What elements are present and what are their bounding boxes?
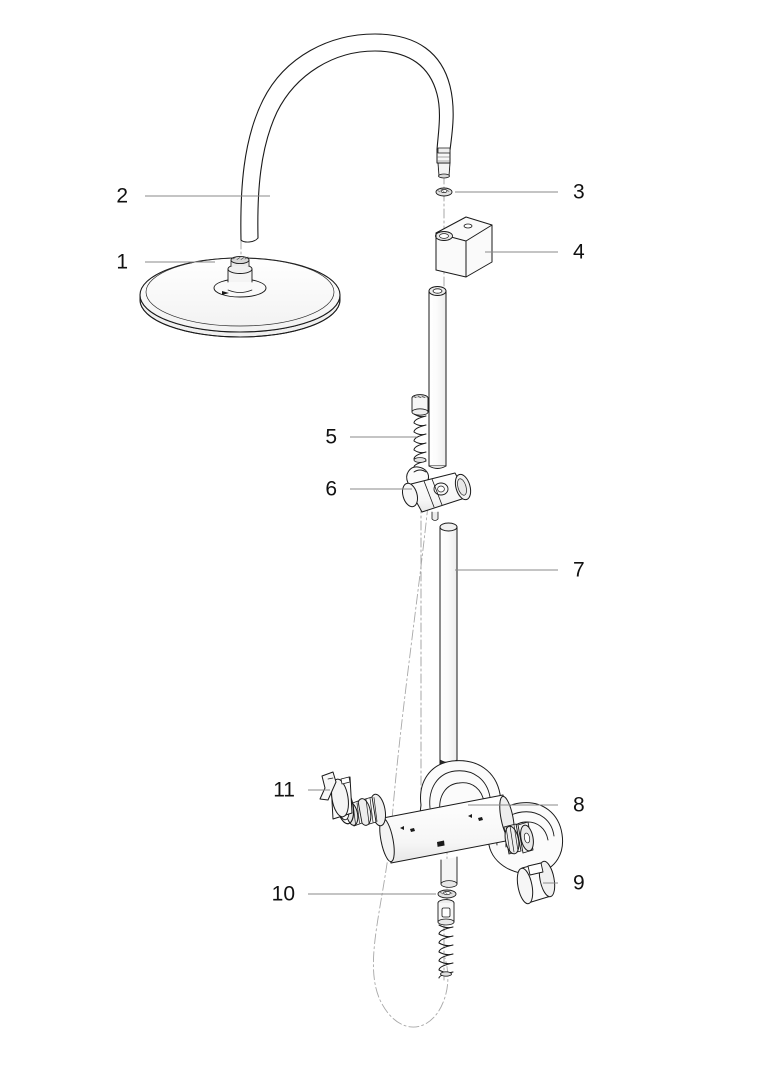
shower-arm-threaded-end bbox=[436, 147, 451, 179]
part-spring-retaining-screw bbox=[411, 394, 429, 468]
callout-number-9: 9 bbox=[573, 871, 585, 895]
callout-number-7: 7 bbox=[573, 558, 585, 582]
part-handshower-slider-holder bbox=[402, 466, 472, 521]
callout-number-4: 4 bbox=[573, 240, 585, 264]
callout-number-8: 8 bbox=[573, 793, 585, 817]
callout-number-1: 1 bbox=[116, 250, 128, 274]
callout-number-2: 2 bbox=[116, 184, 128, 208]
callout-number-10: 10 bbox=[271, 882, 295, 906]
part-curved-shower-arm bbox=[240, 33, 454, 243]
callout-number-6: 6 bbox=[325, 477, 337, 501]
part-temperature-control-handle bbox=[319, 771, 353, 820]
callout-number-3: 3 bbox=[573, 180, 585, 204]
part-overhead-shower-head bbox=[139, 255, 341, 338]
part-wall-mounting-bracket bbox=[435, 216, 493, 278]
part-flow-control-handle bbox=[516, 860, 556, 905]
hose-connector-spiral-sleeve bbox=[437, 899, 455, 979]
callout-number-11: 11 bbox=[273, 778, 295, 802]
part-hose-sealing-washer bbox=[437, 889, 457, 899]
part-sealing-washer-small bbox=[435, 187, 453, 197]
shower-head-connector-boss bbox=[213, 255, 267, 298]
part-riser-rail-pipe bbox=[439, 522, 458, 768]
leader-lines-group bbox=[145, 191, 558, 895]
flow-cartridge-stack bbox=[503, 821, 534, 855]
handshower-hose-phantom bbox=[373, 504, 449, 1028]
thermostatic-mixer-body bbox=[379, 794, 515, 888]
callout-number-5: 5 bbox=[325, 425, 337, 449]
riser-pipe-upper bbox=[428, 286, 447, 469]
